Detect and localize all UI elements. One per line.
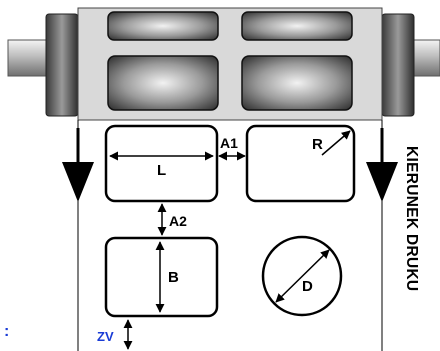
left-shaft [7,39,49,77]
dimension-B-label: B [168,269,179,286]
dimension-ZV-label: ZV [97,329,114,344]
plate-top-left [107,11,219,41]
right-roller-cap [381,13,415,117]
label-top-left [104,124,219,203]
print-direction-label: KIERUNEK DRUKU [403,146,420,291]
dimension-L-label: L [157,162,166,179]
label-bottom-left [104,236,219,318]
dimension-D-label: D [302,278,313,295]
dimension-R-label: R [312,136,323,153]
edge-mark: : [4,323,9,340]
dimension-A2-label: A2 [169,213,187,229]
dimension-R-arrow [321,130,351,156]
plate-bottom-right [241,55,353,111]
plate-bottom-left [107,55,219,111]
dimension-A1-label: A1 [220,135,238,151]
label-top-right [245,124,356,203]
down-arrow-icon [62,128,94,202]
plate-top-right [241,11,353,41]
dimension-D-arrow [275,249,330,303]
down-arrow-icon [366,128,398,202]
left-roller-cap [45,13,79,117]
printing-roller [7,7,440,121]
